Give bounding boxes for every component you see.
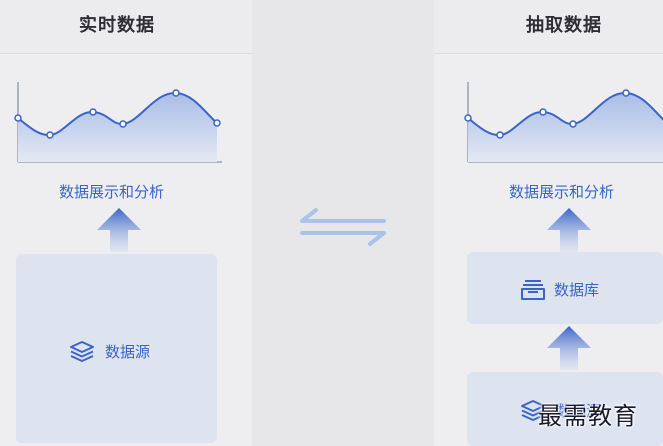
extract-title: 抽取数据 bbox=[526, 15, 602, 36]
extract-header: 抽取数据 bbox=[434, 0, 663, 54]
database-icon bbox=[521, 280, 545, 300]
extract-panel: 抽取数据 数据展示和分析 bbox=[434, 0, 663, 446]
up-arrow-icon bbox=[547, 208, 591, 252]
line-chart bbox=[464, 82, 663, 163]
database-label: 数据库 bbox=[554, 281, 600, 299]
data-source-box: 数据源 bbox=[467, 372, 663, 446]
swap-arrows-icon bbox=[300, 208, 386, 246]
chart-point bbox=[539, 108, 547, 116]
watermark-text: 最需教育 bbox=[538, 402, 638, 430]
chart-point bbox=[46, 131, 54, 139]
data-source-box: 数据源 bbox=[16, 254, 217, 443]
chart-caption: 数据展示和分析 bbox=[59, 183, 165, 201]
chart-point bbox=[89, 108, 97, 116]
chart-point bbox=[119, 120, 127, 128]
chart-point bbox=[14, 114, 22, 122]
chart-point bbox=[213, 119, 221, 127]
data-source-label: 数据源 bbox=[556, 402, 602, 420]
layers-icon bbox=[70, 341, 94, 362]
realtime-header: 实时数据 bbox=[0, 0, 252, 54]
chart-point bbox=[464, 114, 472, 122]
chart-point bbox=[569, 120, 577, 128]
chart-area bbox=[18, 92, 217, 162]
chart-point bbox=[622, 89, 630, 97]
layers-icon bbox=[521, 400, 545, 421]
realtime-title: 实时数据 bbox=[79, 15, 155, 36]
up-arrow-icon bbox=[547, 326, 591, 370]
chart-area bbox=[468, 92, 663, 162]
data-source-label: 数据源 bbox=[105, 343, 151, 361]
database-box: 数据库 bbox=[467, 252, 663, 324]
chart-point bbox=[496, 131, 504, 139]
chart-point bbox=[172, 89, 180, 97]
realtime-panel: 实时数据 数据展示和分析 bbox=[0, 0, 252, 446]
line-chart bbox=[14, 82, 222, 163]
chart-caption: 数据展示和分析 bbox=[509, 183, 615, 201]
up-arrow-icon bbox=[97, 208, 141, 252]
